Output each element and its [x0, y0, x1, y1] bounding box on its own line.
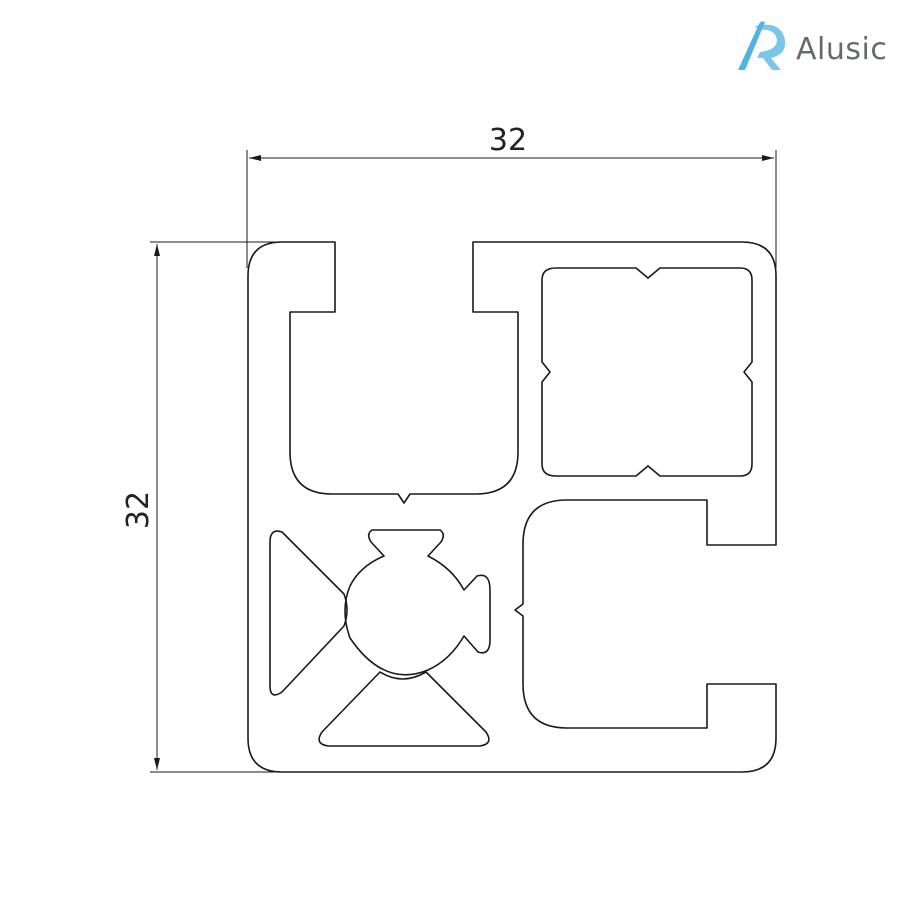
width-dimension: 32	[246, 123, 777, 268]
brand-name: Alusic	[796, 32, 888, 67]
width-label: 32	[489, 123, 527, 158]
profile-outline	[247, 241, 777, 773]
height-label: 32	[121, 491, 156, 529]
bottom-triangle-cavity	[318, 671, 490, 747]
height-dimension: 32	[121, 241, 275, 773]
brand-logo: Alusic	[735, 18, 895, 74]
left-triangle-cavity	[269, 530, 348, 696]
square-cavity	[541, 267, 753, 477]
alusic-logo-icon	[738, 21, 786, 70]
core-cavity	[344, 529, 491, 676]
